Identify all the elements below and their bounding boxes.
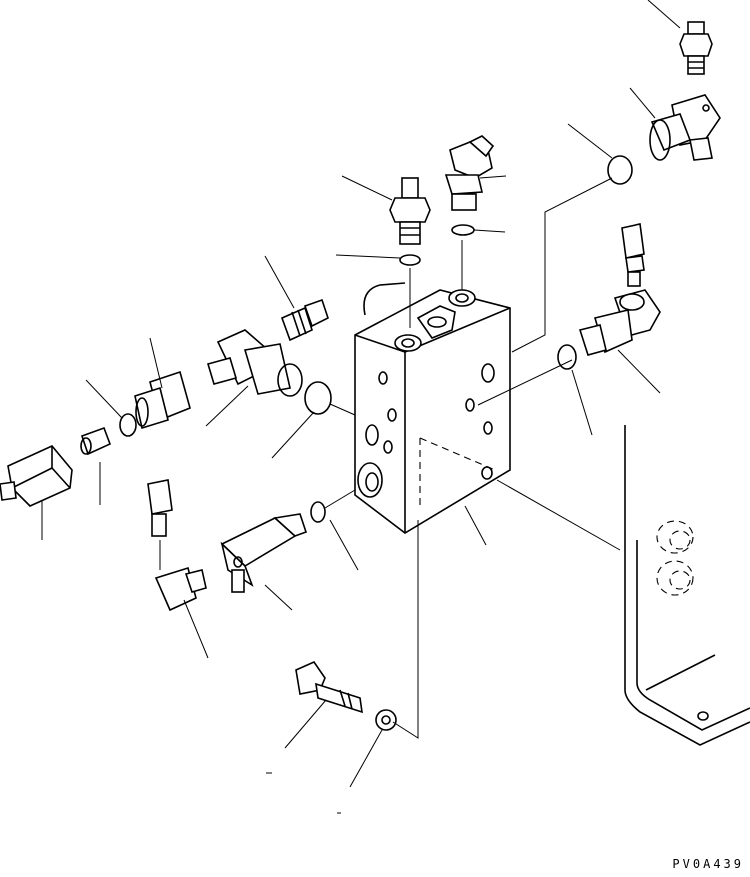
- straight-adapter-left-upper: [280, 298, 329, 342]
- straight-connector-left: [134, 370, 191, 430]
- o-ring-center: [399, 254, 421, 266]
- o-ring-center-right: [451, 224, 475, 236]
- o-ring-left: [304, 381, 332, 415]
- o-ring-far-left: [119, 413, 137, 437]
- elbow-adapter-right: [578, 289, 661, 356]
- elbow-fitting-top-center: [444, 135, 495, 211]
- set-screw: [80, 426, 112, 456]
- valve-block: [354, 282, 511, 534]
- hex-bolt: [295, 660, 363, 714]
- straight-fitting-top-right: [679, 21, 713, 75]
- elbow-fitting-left: [206, 329, 303, 397]
- straight-fitting-top-center: [389, 177, 431, 245]
- pressure-sensor-left: [147, 479, 207, 612]
- solenoid-valve: [220, 513, 308, 593]
- o-ring-top-right: [607, 155, 633, 185]
- check-valve-cylinder: [0, 445, 73, 507]
- o-ring-lower: [310, 501, 326, 523]
- assembly-lines: [41, 0, 681, 814]
- bracket-bolt-head-lower: [656, 560, 694, 596]
- sensor-connector-right: [621, 223, 645, 287]
- mounting-bracket: [624, 425, 750, 746]
- elbow-fitting-top-right: [649, 94, 721, 161]
- drawing-code: PV0A439: [672, 857, 744, 871]
- o-ring-right: [557, 344, 577, 370]
- washer: [375, 709, 397, 731]
- bracket-bolt-head-upper: [656, 520, 694, 554]
